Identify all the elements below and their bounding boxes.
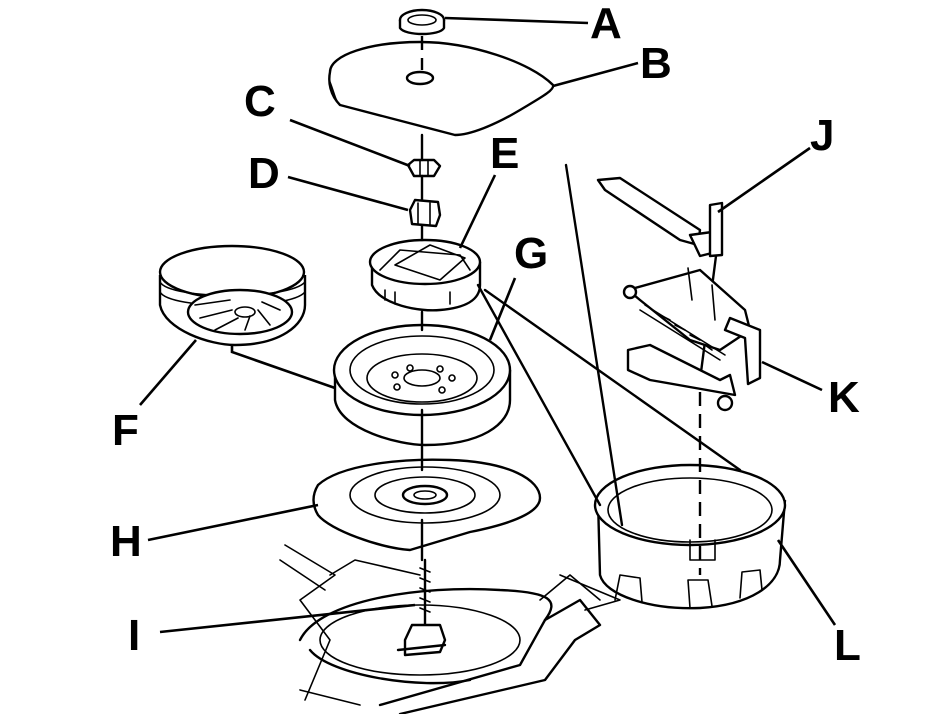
jack-storage-bin [593,370,787,610]
callout-i: I [128,611,140,660]
vehicle-floor-well [279,544,621,714]
callout-k: K [828,373,860,422]
callout-leaders [139,16,837,634]
wing-nut [406,158,442,178]
hold-down-bolt [396,558,447,657]
full-size-wheel [158,244,307,347]
retainer-clip [408,198,442,228]
callout-a: A [590,0,622,48]
spare-wheel [332,323,512,447]
jack-holder-tray [368,238,482,312]
callout-e: E [490,129,519,178]
callout-l: L [834,621,861,670]
spare-cover-plate [312,458,542,552]
callout-f: F [112,406,139,455]
callout-b: B [640,39,672,88]
callout-d: D [248,149,280,198]
callout-h: H [110,517,142,566]
callout-g: G [514,229,548,278]
callout-labels: A B C D E F G H I J K L [110,0,861,670]
callout-j: J [810,111,834,160]
jack-handle [596,176,724,382]
callout-c: C [244,77,276,126]
center-cap [398,8,446,36]
scissor-jack [622,267,762,412]
trunk-floor-cover [328,40,555,137]
